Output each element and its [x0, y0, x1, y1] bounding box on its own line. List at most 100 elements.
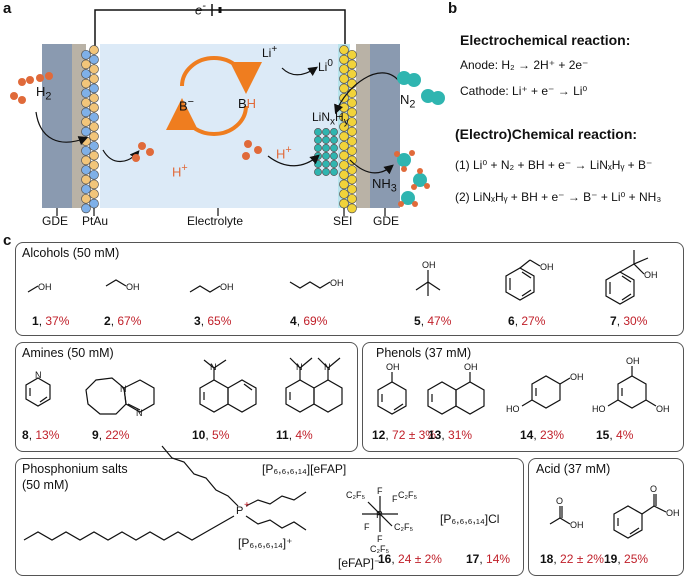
atom-f-2: F — [377, 534, 383, 544]
ptau-particle — [81, 107, 91, 118]
bh-label: BH — [238, 96, 257, 111]
cathode-reaction: Cathode: Li⁺ + e⁻ → Li⁰ — [460, 84, 588, 98]
li-particle — [347, 155, 357, 166]
compound-label-16: 16, 24 ± 2% — [378, 552, 442, 566]
li-particle — [339, 141, 349, 151]
alcohols-title: Alcohols (50 mM) — [22, 246, 120, 260]
li-particle — [339, 189, 349, 199]
ptau-particle — [89, 169, 99, 180]
li-particle — [339, 64, 349, 75]
ptau-particle — [89, 54, 99, 65]
li-particle — [347, 184, 357, 195]
h-plus-particles-left — [132, 142, 154, 162]
linxhy-particle — [330, 144, 338, 152]
bonds-3 — [189, 285, 221, 293]
linxhy-particle — [322, 160, 330, 168]
anion-name: [eFAP]⁻ — [338, 556, 381, 570]
linxhy-particle — [314, 136, 322, 144]
li-particle — [339, 73, 349, 84]
li-particle — [347, 193, 357, 204]
li-particle — [347, 136, 357, 147]
linxhy-particle — [330, 152, 338, 160]
linxhy-particle — [330, 128, 338, 136]
atom-f-1: F — [377, 486, 383, 496]
li-particle — [347, 117, 357, 127]
alcohols-box — [15, 242, 684, 336]
li-particle — [347, 107, 357, 118]
ptau-particle — [81, 59, 91, 70]
linxhy-particle — [314, 128, 322, 136]
acid-title: Acid (37 mM) — [536, 462, 611, 476]
h-plus-label-right: H+ — [276, 144, 292, 162]
compound-label-8: 8, 13% — [22, 428, 60, 442]
linxhy-particle — [330, 160, 338, 168]
atom-n-11b: N — [324, 362, 331, 372]
cl-salt-name: [P₆,₆,₆,₁₄]Cl — [440, 512, 500, 526]
linxhy-cluster — [314, 128, 338, 176]
h2-label: H2 — [36, 84, 52, 103]
bonds-4 — [289, 281, 331, 289]
compound-label-2: 2, 67% — [104, 314, 142, 328]
atom-n-9a: N — [136, 408, 143, 418]
compound-label-19: 19, 25% — [604, 552, 649, 566]
phosphonium-title-line2: (50 mM) — [22, 478, 69, 492]
gde-left — [42, 44, 72, 208]
ptau-particle — [89, 45, 99, 55]
atom-f-3: F — [364, 522, 370, 532]
gde-right — [370, 44, 400, 208]
li-particle — [339, 160, 349, 171]
li-particle — [339, 112, 349, 123]
panel-label-c: c — [3, 232, 12, 249]
compound-label-12: 12, 72 ± 3% — [372, 428, 436, 442]
atom-oh-5: OH — [422, 260, 436, 270]
ptau-particle — [81, 184, 91, 195]
atom-c2f5-2: C₂F₅ — [398, 490, 417, 500]
ptau-particle — [81, 155, 91, 166]
ptau-particle — [89, 141, 99, 151]
compound-label-7: 7, 30% — [610, 314, 648, 328]
nh3-molecules — [394, 150, 430, 207]
compound-label-15: 15, 4% — [596, 428, 634, 442]
ptau-particle — [89, 189, 99, 199]
atom-p-cation: P — [236, 505, 243, 517]
ptau-particle — [81, 88, 91, 99]
compound-label-6: 6, 27% — [508, 314, 546, 328]
phenols-box — [362, 342, 684, 452]
atom-ho-15b: HO — [592, 404, 606, 414]
atom-f-4: F — [392, 494, 398, 504]
compound-label-14: 14, 23% — [520, 428, 565, 442]
nh3-label: NH3 — [372, 176, 397, 195]
n2-molecules — [397, 71, 445, 105]
compound-label-4: 4, 69% — [290, 314, 328, 328]
phosphonium-box — [15, 458, 524, 576]
ptau-particle — [89, 179, 99, 190]
acid-box — [528, 458, 684, 576]
li-particle — [347, 69, 357, 79]
linxhy-label: LiNxHy — [312, 110, 349, 128]
cycle-arrow-bottom — [166, 98, 248, 136]
panel-label-b: b — [448, 0, 458, 17]
reaction-2: (2) LiNₓHᵧ + BH + e⁻ → B⁻ + Li⁰ + NH₃ — [455, 190, 662, 204]
gde-right-label: GDE — [373, 214, 400, 228]
cycle-arrow-top — [180, 56, 262, 94]
atom-c2f5-3: C₂F₅ — [394, 522, 413, 532]
compound-label-17: 17, 14% — [466, 552, 511, 566]
cell-diagram — [10, 4, 445, 216]
ptau-particle — [81, 117, 91, 127]
li-particle — [339, 83, 349, 94]
ptau-particle — [89, 131, 99, 142]
linxhy-particle — [330, 168, 338, 176]
li-particle — [347, 174, 357, 185]
atom-o-18: O — [556, 496, 563, 506]
sei-label: SEI — [333, 214, 353, 228]
atom-oh-13: OH — [464, 362, 478, 372]
ptau-particle — [81, 174, 91, 185]
atom-oh-3: OH — [220, 282, 234, 292]
bonds-2 — [105, 279, 127, 287]
compound-label-9: 9, 22% — [92, 428, 130, 442]
linxhy-particle — [322, 144, 330, 152]
atom-n-9b: N — [120, 384, 127, 394]
ptau-particle — [81, 203, 91, 214]
li-particle — [347, 49, 357, 60]
